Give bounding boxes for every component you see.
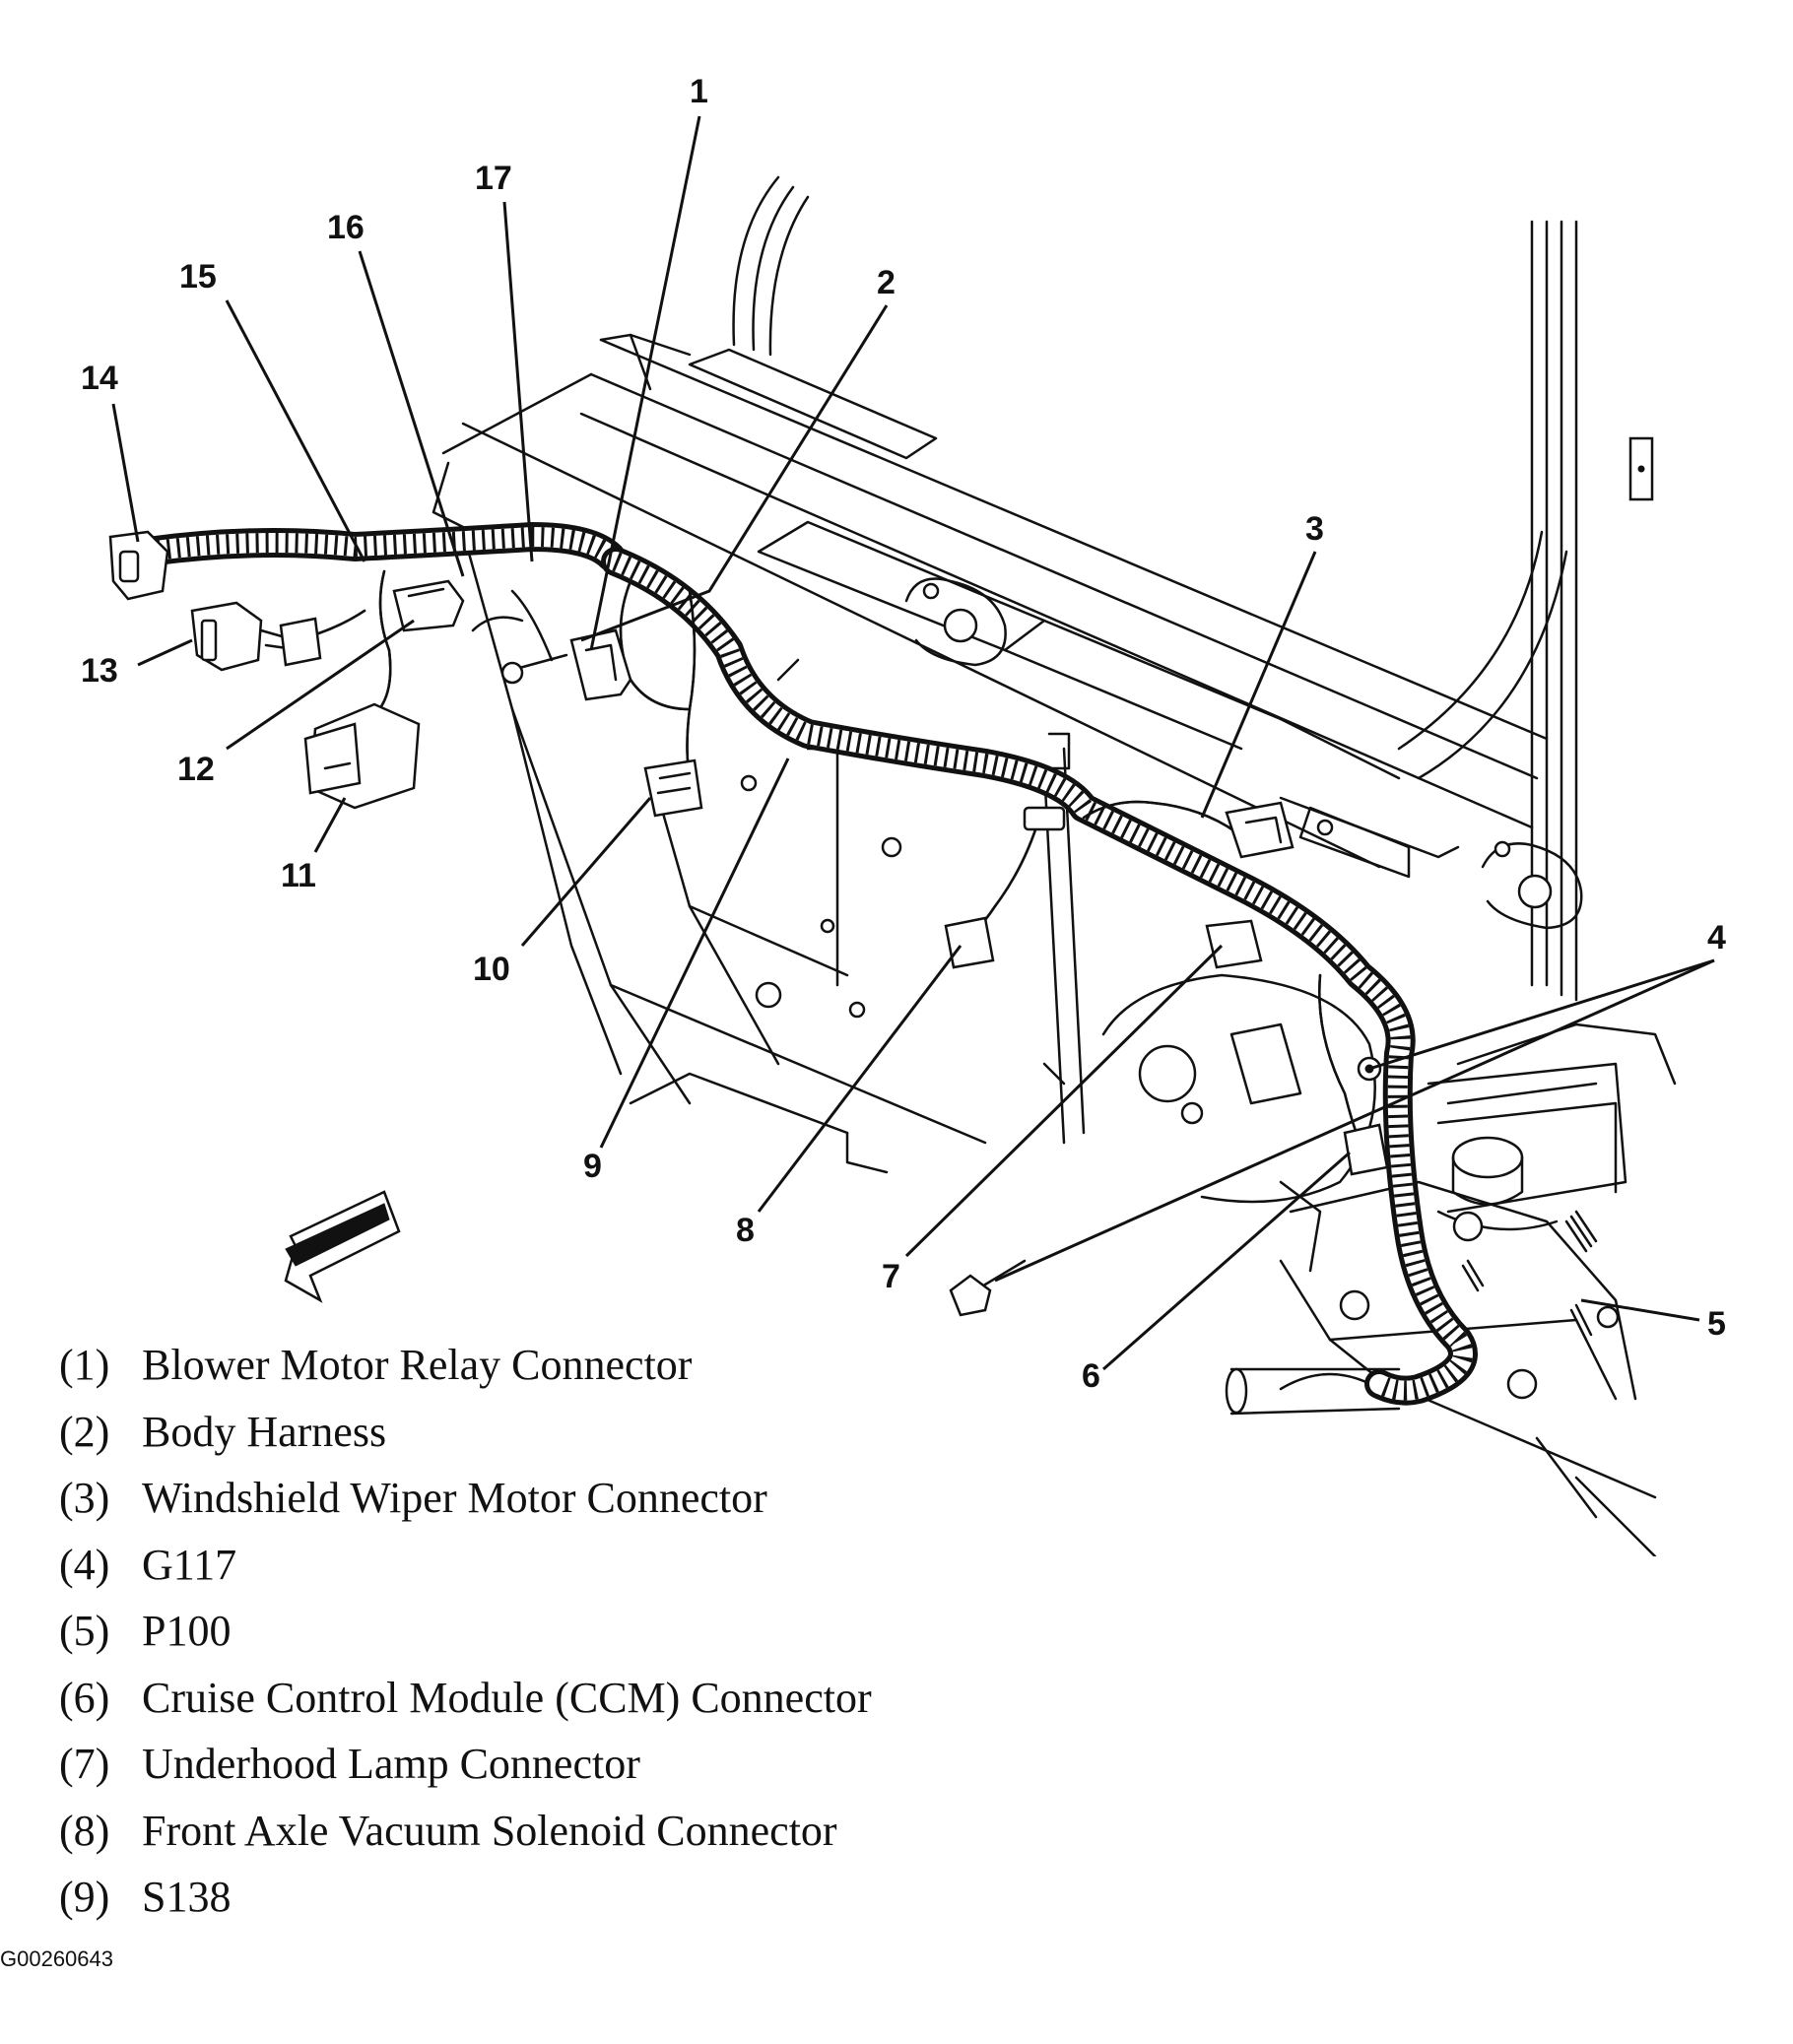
callout-12: 12: [177, 751, 215, 788]
legend-label: G117: [142, 1540, 237, 1589]
legend-label: Body Harness: [142, 1407, 387, 1456]
legend-label: P100: [142, 1607, 232, 1655]
callout-3: 3: [1305, 510, 1324, 548]
connector-12: [392, 579, 465, 632]
legend-label: S138: [142, 1873, 232, 1921]
legend-label: Cruise Control Module (CCM) Connector: [142, 1673, 872, 1722]
callout-9: 9: [583, 1148, 602, 1185]
legend-item: (3) Windshield Wiper Motor Connector: [59, 1465, 872, 1532]
legend-number: (1): [59, 1341, 110, 1389]
splice-s138: [1023, 806, 1066, 831]
legend-label: Underhood Lamp Connector: [142, 1740, 640, 1788]
legend-item: (1) Blower Motor Relay Connector: [59, 1332, 872, 1399]
callout-7: 7: [882, 1258, 900, 1295]
legend-number: (3): [59, 1474, 110, 1522]
callout-6: 6: [1082, 1357, 1100, 1395]
callout-2: 2: [877, 264, 896, 301]
legend-item: (2) Body Harness: [59, 1399, 872, 1466]
connector-6-ccm: [1343, 1123, 1389, 1176]
callout-1: 1: [690, 73, 708, 110]
legend-item: (6) Cruise Control Module (CCM) Connecto…: [59, 1665, 872, 1732]
legend-number: (5): [59, 1607, 110, 1655]
legend-number: (7): [59, 1740, 110, 1788]
connector-10: [643, 758, 703, 818]
connector-3-wiper-motor: [1225, 801, 1295, 859]
ground-bolt: [949, 1274, 992, 1317]
body-harness-loom: [133, 522, 1478, 1406]
legend-number: (2): [59, 1407, 110, 1456]
wiring-harness-diagram: 1 2 3 4 5 6 7 8 9 10 11 12 13 14 15 16 1…: [81, 73, 1726, 1556]
legend-label: Windshield Wiper Motor Connector: [142, 1474, 767, 1522]
legend-label: Blower Motor Relay Connector: [142, 1341, 693, 1389]
figure-id: G00260643: [0, 1946, 113, 1971]
legend-item: (4) G117: [59, 1532, 872, 1599]
callout-11: 11: [281, 857, 316, 894]
legend-item: (7) Underhood Lamp Connector: [59, 1731, 872, 1798]
callout-15: 15: [179, 258, 217, 296]
callout-labels: 1 2 3 4 5 6 7 8 9 10 11 12 13 14 15 16 1…: [81, 73, 1726, 1395]
legend-number: (4): [59, 1540, 110, 1589]
callout-5: 5: [1707, 1305, 1726, 1343]
legend-number: (8): [59, 1806, 110, 1855]
component-legend: (1) Blower Motor Relay Connector (2) Bod…: [59, 1332, 872, 1931]
connector-1-blower-relay: [569, 628, 632, 701]
legend-item: (9) S138: [59, 1864, 872, 1931]
bolt: [500, 661, 524, 685]
legend-number: (9): [59, 1873, 110, 1921]
callout-13: 13: [81, 652, 118, 690]
callout-10: 10: [473, 951, 510, 988]
connector-7-underhood-lamp: [1205, 919, 1263, 969]
callout-4: 4: [1707, 919, 1726, 956]
legend-label: Front Axle Vacuum Solenoid Connector: [142, 1806, 837, 1855]
harness-connectors: [108, 530, 1389, 1317]
legend-number: (6): [59, 1673, 110, 1722]
connector-8-front-axle-solenoid: [944, 916, 995, 969]
leader-lines: [111, 115, 1715, 1371]
legend-item: (8) Front Axle Vacuum Solenoid Connector: [59, 1798, 872, 1865]
callout-17: 17: [475, 160, 512, 197]
forward-direction-arrow-icon: [284, 1190, 401, 1303]
legend-item: (5) P100: [59, 1598, 872, 1665]
callout-8: 8: [736, 1212, 755, 1249]
callout-16: 16: [327, 209, 365, 246]
callout-14: 14: [81, 360, 118, 397]
